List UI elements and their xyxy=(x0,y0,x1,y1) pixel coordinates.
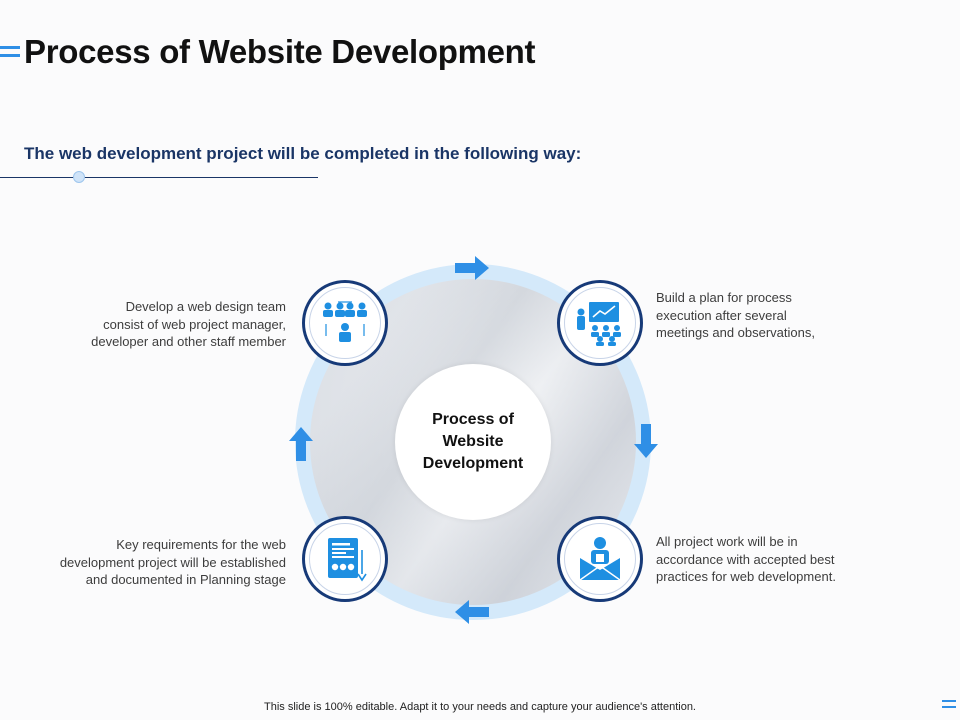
subtitle-underline xyxy=(0,177,318,178)
step-node-plan xyxy=(557,280,643,366)
subtitle-dot xyxy=(73,171,85,183)
team-icon xyxy=(323,301,367,342)
step-line: accordance with accepted best xyxy=(656,551,835,567)
step-line: and documented in Planning stage xyxy=(85,572,286,587)
slide-title: Process of Website Development xyxy=(24,33,536,70)
presentation-meeting-icon xyxy=(577,302,621,346)
center-label-line: Development xyxy=(422,455,524,472)
step-text-team: Develop a web design team consist of web… xyxy=(20,298,286,351)
step-text-practices: All project work will be in accordance w… xyxy=(656,533,906,586)
center-label-line: Website xyxy=(442,433,504,450)
arrow-down-icon xyxy=(634,424,658,458)
center-circle: Process of Website Development xyxy=(395,364,551,520)
step-line: practices for web development. xyxy=(656,569,836,584)
step-line: meetings and observations, xyxy=(656,325,815,340)
step-line: consist of web project manager, xyxy=(103,316,286,332)
center-label-line: Process of xyxy=(432,411,514,428)
arrow-up-icon xyxy=(289,427,313,461)
footer-decoration xyxy=(942,700,956,712)
document-checklist-icon xyxy=(328,538,367,582)
title-decoration xyxy=(0,46,20,62)
step-line: All project work will be in xyxy=(656,534,798,549)
step-text-requirements: Key requirements for the web development… xyxy=(10,536,286,589)
step-node-requirements xyxy=(302,516,388,602)
arrow-left-icon xyxy=(455,600,489,624)
step-line: execution after several xyxy=(656,307,787,323)
step-node-practices xyxy=(557,516,643,602)
arrow-right-icon xyxy=(455,256,489,280)
step-node-team xyxy=(302,280,388,366)
step-line: developer and other staff member xyxy=(91,334,286,349)
step-line: Develop a web design team xyxy=(125,299,286,314)
step-line: Build a plan for process xyxy=(656,290,792,305)
step-line: development project will be established xyxy=(59,554,286,570)
slide-subtitle: The web development project will be comp… xyxy=(24,144,582,163)
best-practice-email-icon xyxy=(579,537,621,581)
step-line: Key requirements for the web xyxy=(116,537,286,552)
footer-note: This slide is 100% editable. Adapt it to… xyxy=(264,701,696,713)
step-text-plan: Build a plan for process execution after… xyxy=(656,289,896,342)
